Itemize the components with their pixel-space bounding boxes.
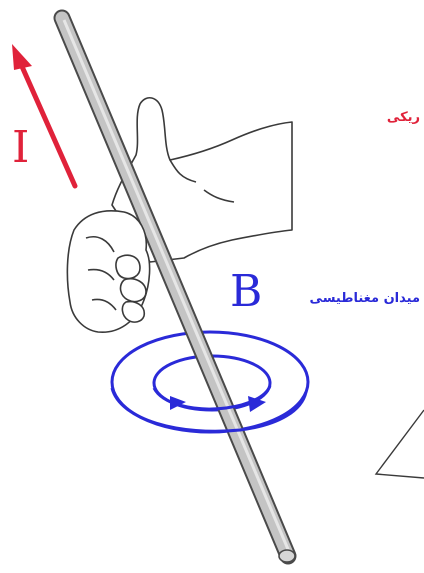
current-text-label: ریکی [387, 110, 420, 125]
current-symbol-label: I [12, 122, 29, 173]
field-text-label: میدان مغناطیسی [310, 291, 420, 306]
field-symbol-label: B [230, 266, 262, 317]
partial-triangle-shape [376, 410, 424, 478]
curled-fingers [67, 211, 149, 332]
magnetic-field-front-arcs [112, 386, 306, 431]
